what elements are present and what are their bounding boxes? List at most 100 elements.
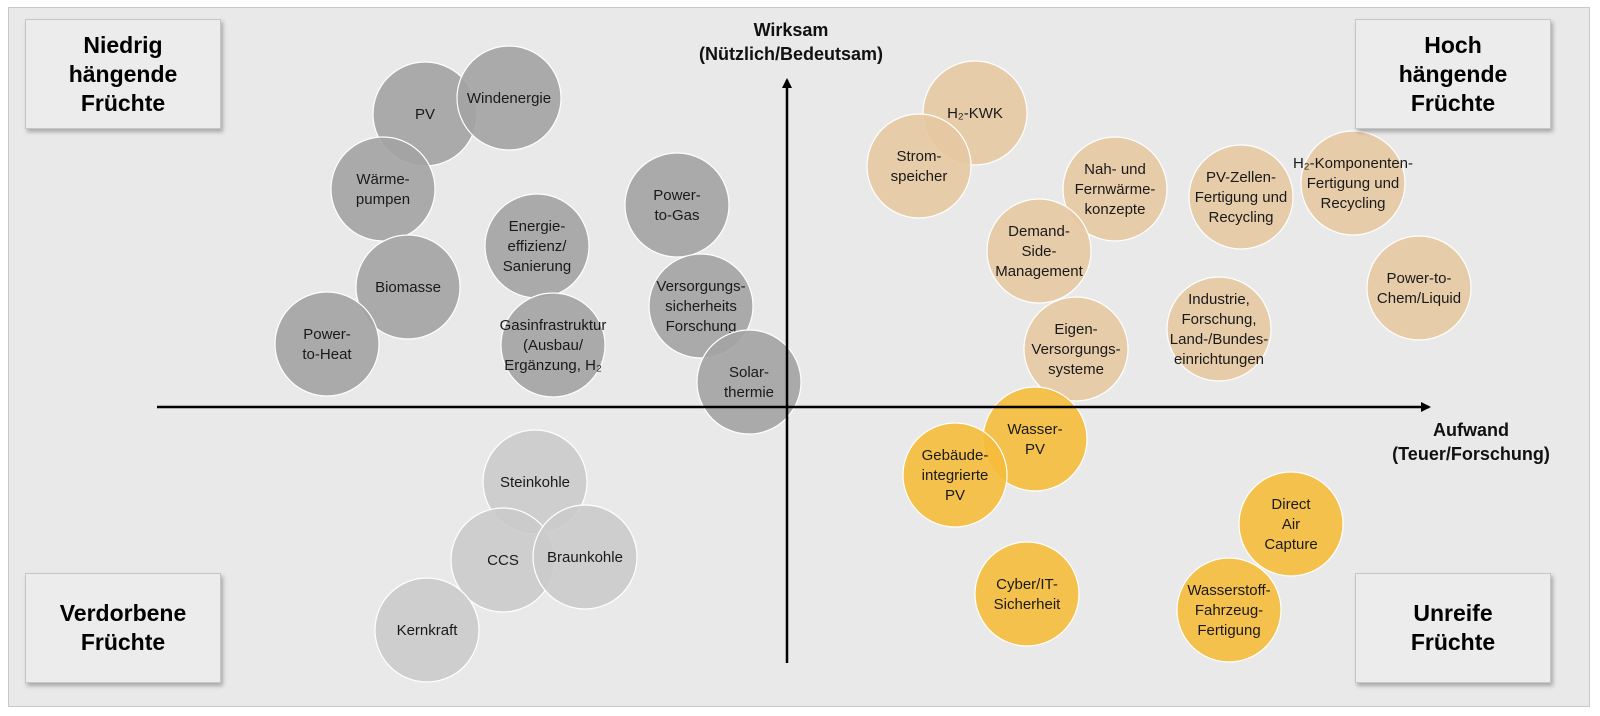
bubble-label-line: PV-Zellen- [1206,169,1276,186]
bubble-label-line: Recycling [1320,195,1385,212]
bubble-circle [696,329,802,435]
bubble-circle [974,541,1080,647]
bubble-braunkohle: Braunkohle [532,504,638,610]
bubble-circle [456,45,562,151]
bubble-wasserstoff-fahrzeug: Wasserstoff- Fahrzeug- Fertigung [1176,557,1282,663]
bubble-label-line: Nah- und [1084,161,1146,178]
bubble-label-line: (Ausbau/ [523,337,584,354]
bubble-label-line: Direct [1271,496,1311,513]
bubble-label-line: Side- [1021,243,1056,260]
bubble-label-line: Versorgungs- [656,278,745,295]
quadrant-diagram: PVWindenergieWärme-pumpenBiomassePower-t… [157,45,1472,683]
bubble-label-line: to-Heat [302,346,352,363]
bubble-label-line: Recycling [1208,209,1273,226]
bubble-circle [1300,130,1406,236]
bubble-circle [374,577,480,683]
bubble-gasinfrastruktur: Gasinfrastruktur (Ausbau/Ergänzung, H₂ [500,292,607,398]
bubble-circle [355,234,461,340]
bubble-circle [1062,136,1168,242]
bubble-label-line: Sicherheit [994,596,1062,613]
y-axis-title: Wirksam [753,20,829,40]
bubble-circle [274,291,380,397]
bubble-label-line: Power- [303,326,351,343]
x-axis-title: Aufwand [1433,420,1509,440]
bubble-label-line: to-Gas [654,207,699,224]
bubble-stromspeicher: Strom-speicher [866,113,972,219]
bubble-circle [624,152,730,258]
bubble-energieeffizienz: Energie-effizienz/Sanierung [484,193,590,299]
bubble-label-line: H₂-KWK [947,105,1003,122]
bubble-label-line: Steinkohle [500,474,570,491]
bubble-circle [330,136,436,242]
bubble-label-line: Wasserstoff- [1187,582,1270,599]
bubble-label-line: systeme [1048,361,1104,378]
bubble-waermepumpen: Wärme-pumpen [330,136,436,242]
bubble-label-line: Solar- [729,364,769,381]
bubble-circle [866,113,972,219]
bubble-label-line: PV [1025,441,1045,458]
bubble-label-line: Kernkraft [397,622,459,639]
quadrant-label-bottom-right: Unreife Früchte [1355,573,1551,683]
bubble-label-line: Land-/Bundes- [1170,331,1268,348]
bubble-label-line: effizienz/ [508,238,568,255]
bubble-label-line: Wärme- [356,171,409,188]
bubble-label-line: Strom- [897,148,942,165]
bubble-label-line: Capture [1264,536,1317,553]
bubble-biomasse: Biomasse [355,234,461,340]
bubble-label-line: Power- [653,187,701,204]
quadrant-label-bottom-left: Verdorbene Früchte [25,573,221,683]
bubble-label-line: Gebäude- [922,447,989,464]
bubble-label-line: Biomasse [375,279,441,296]
bubble-label-line: Ergänzung, H₂ [504,357,602,374]
bubble-circle [1166,276,1272,382]
bubble-label-line: Fertigung [1197,622,1260,639]
bubble-label-line: sicherheits [665,298,737,315]
y-axis-label: Wirksam (Nützlich/Bedeutsam) [671,18,911,66]
bubble-circle [986,198,1092,304]
bubble-circle [1366,235,1472,341]
bubble-circle [1188,144,1294,250]
quadrant-label-top-right: Hoch hängende Früchte [1355,19,1551,129]
bubble-label-line: Fahrzeug- [1195,602,1263,619]
bubble-label-line: Wasser- [1007,421,1062,438]
bubble-label-line: Forschung [666,318,737,335]
bubble-label-line: PV [945,487,965,504]
bubble-label-line: PV [415,106,435,123]
bubble-label-line: integrierte [922,467,989,484]
bubble-label-line: H₂-Komponenten- [1293,155,1413,172]
bubble-power-to-chem: Power-to-Chem/Liquid [1366,235,1472,341]
bubble-label-line: Air [1282,516,1300,533]
bubble-wasser-pv: Wasser- PV [982,386,1088,492]
x-axis-label: Aufwand (Teuer/Forschung) [1371,418,1571,466]
bubble-circle [902,422,1008,528]
bubble-power-to-heat: Power-to-Heat [274,291,380,397]
bubble-label-line: Energie- [509,218,566,235]
bubble-layer: PVWindenergieWärme-pumpenBiomassePower-t… [274,45,1472,683]
bubble-label-line: Cyber/IT- [996,576,1058,593]
bubble-label-line: Forschung, [1181,311,1256,328]
bubble-label-line: pumpen [356,191,410,208]
bubble-kernkraft: Kernkraft [374,577,480,683]
bubble-label-line: Gasinfrastruktur [500,317,607,334]
bubble-circle [500,292,606,398]
bubble-label-line: Braunkohle [547,549,623,566]
bubble-label-line: Industrie, [1188,291,1250,308]
x-axis-subtitle: (Teuer/Forschung) [1392,444,1550,464]
bubble-windenergie: Windenergie [456,45,562,151]
bubble-label-line: Windenergie [467,90,551,107]
bubble-label-line: Fernwärme- [1075,181,1156,198]
bubble-label-line: Power-to- [1386,270,1451,287]
bubble-label-line: Demand- [1008,223,1070,240]
y-axis-subtitle: (Nützlich/Bedeutsam) [698,44,884,64]
bubble-circle [1023,296,1129,402]
bubble-label-line: Fertigung und [1195,189,1288,206]
bubble-label-line: speicher [891,168,948,185]
bubble-industrie: Industrie,Forschung,Land-/Bundes-einrich… [1166,276,1272,382]
bubble-circle [648,253,754,359]
bubble-label-line: thermie [724,384,774,401]
